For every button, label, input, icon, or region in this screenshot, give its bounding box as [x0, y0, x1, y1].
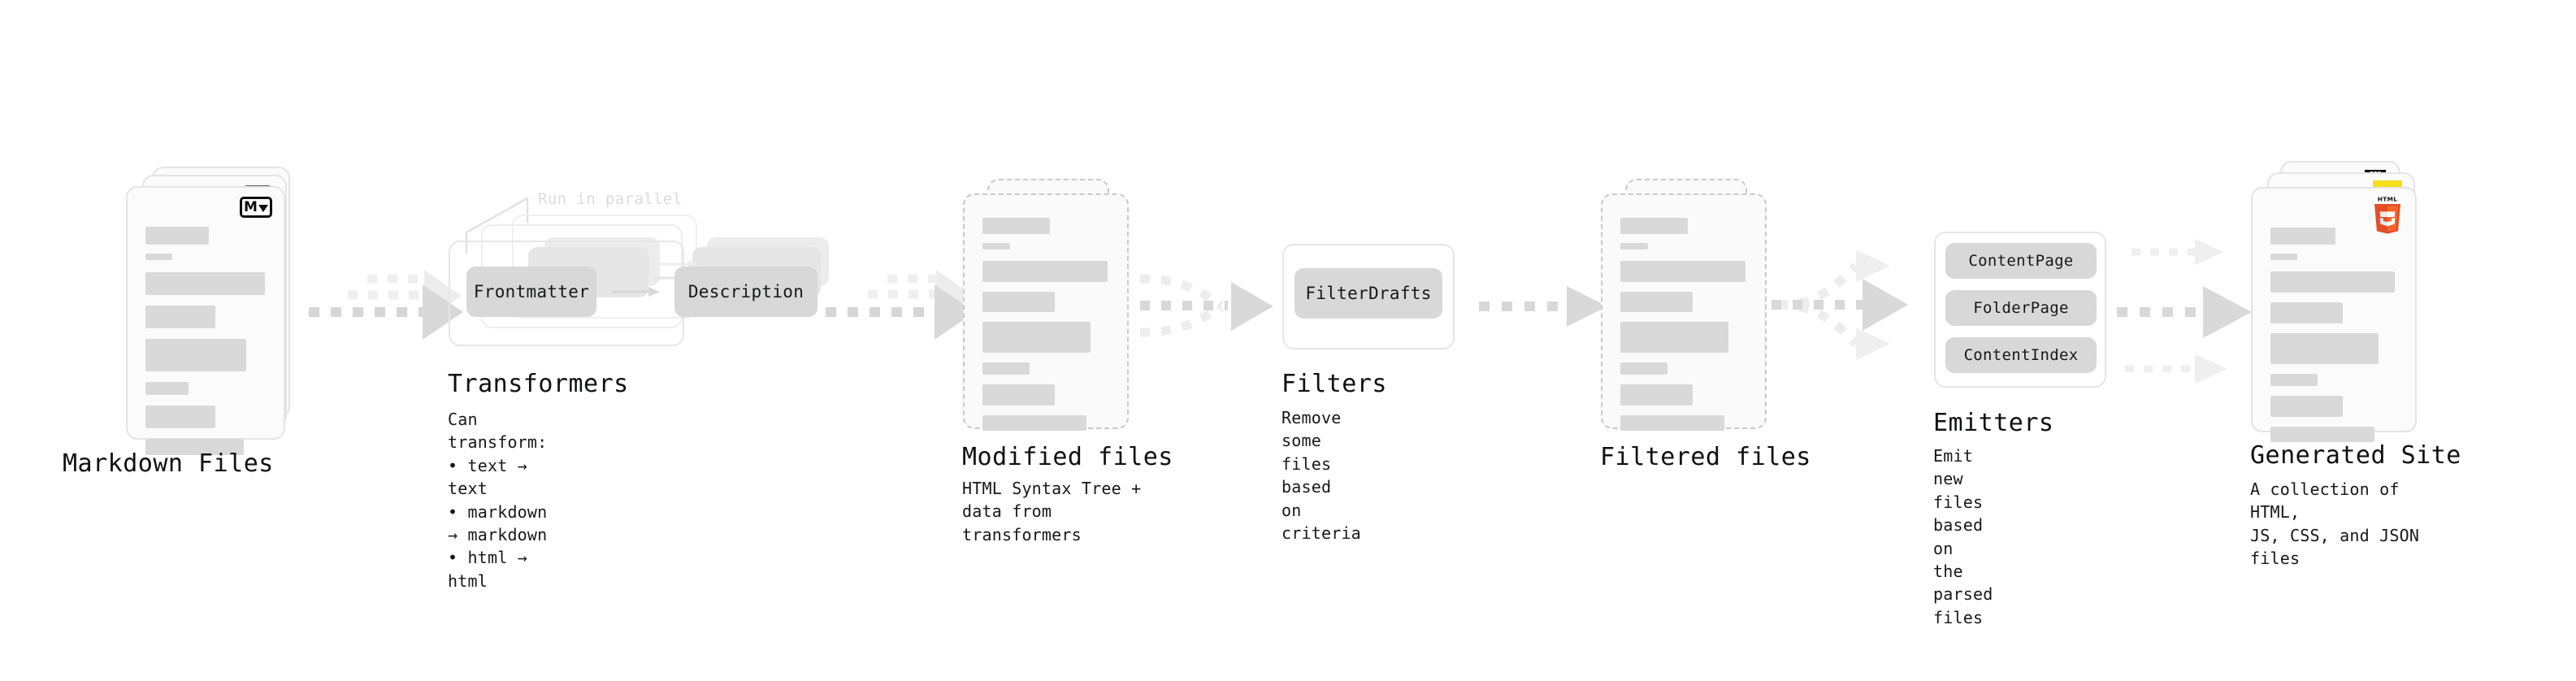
- emitters-description: Emit new files based on the parsed files: [1933, 446, 1993, 627]
- skeleton-bar: [1620, 243, 1649, 249]
- conn-emitters-to-site: [2117, 239, 2252, 384]
- modified-doc-front: [963, 193, 1129, 431]
- skeleton-bar: [145, 406, 215, 428]
- filters-description: Remove some files based on criteria: [1281, 408, 1361, 543]
- conn-transformers-to-modified: [826, 270, 975, 340]
- filtered-doc-front: [1601, 193, 1767, 431]
- skeleton-bar: [145, 254, 172, 260]
- markdown-icon-arrow: [258, 204, 268, 212]
- skeleton-bar: [1620, 322, 1728, 353]
- html5-icon: HTML: [2374, 196, 2400, 234]
- page-title-markdown-files: Markdown Files: [63, 449, 274, 478]
- page-title-emitters: Emitters: [1933, 409, 2054, 437]
- markdown-icon-letter: M: [244, 198, 258, 215]
- skeleton-bar: [2270, 427, 2374, 442]
- skeleton-bar: [982, 384, 1055, 406]
- svg-text:HTML: HTML: [2378, 196, 2397, 203]
- skeleton-bar: [145, 306, 215, 328]
- skeleton-bar: [982, 415, 1086, 431]
- filtered-doc-stack: [1601, 179, 1780, 439]
- emitter-chip-contentindex[interactable]: ContentIndex: [1945, 337, 2097, 373]
- skeleton-bar: [982, 292, 1055, 312]
- emitter-chip-folderpage[interactable]: FolderPage: [1945, 290, 2097, 326]
- skeleton-bar: [1620, 362, 1667, 375]
- skeleton-bar: [1620, 292, 1693, 312]
- skeleton-bar: [982, 322, 1091, 353]
- skeleton-bar: [2270, 271, 2395, 293]
- skeleton-bar: [982, 362, 1030, 375]
- skeleton-bar: [1620, 384, 1693, 406]
- skeleton-bar: [2270, 374, 2318, 386]
- page-title-transformers: Transformers: [448, 370, 629, 398]
- skeleton-bar: [982, 218, 1050, 234]
- skeleton-bar: [145, 227, 210, 245]
- stage-generated-site: CSS HTML: [2250, 161, 2461, 568]
- doc-skeleton: [2270, 228, 2397, 451]
- emitter-chip-contentpage[interactable]: ContentPage: [1945, 243, 2097, 279]
- skeleton-bar: [145, 439, 245, 455]
- skeleton-bar: [2270, 254, 2297, 260]
- site-doc-front-html: HTML: [2251, 187, 2417, 442]
- transformers-description: Can transform: • text → text • markdown …: [448, 410, 548, 591]
- generated-site-description: A collection of HTML, JS, CSS, and JSON …: [2250, 479, 2420, 569]
- markdown-doc-front: M: [126, 186, 285, 455]
- conn-filtered-to-emitters: [1772, 249, 1908, 360]
- site-doc-stack: CSS HTML: [2251, 161, 2446, 442]
- skeleton-bar: [1620, 261, 1746, 282]
- transformer-chip-description[interactable]: Description: [674, 267, 817, 317]
- skeleton-bar: [2270, 333, 2379, 364]
- markdown-icon: M: [240, 197, 272, 218]
- stage-modified-files: Modified files HTML Syntax Tree + data f…: [962, 179, 1173, 544]
- page-title-generated-site: Generated Site: [2250, 441, 2461, 470]
- conn-markdown-to-transformers: [309, 270, 463, 340]
- skeleton-bar: [1620, 415, 1724, 431]
- filter-chip-filterdrafts[interactable]: FilterDrafts: [1295, 268, 1442, 319]
- page-title-filters: Filters: [1281, 370, 1387, 398]
- transformer-chip-frontmatter[interactable]: Frontmatter: [466, 267, 596, 317]
- conn-filters-to-filtered: [1479, 286, 1607, 327]
- stage-filtered-files: Filtered files: [1600, 179, 1811, 471]
- run-in-parallel-bracket: [465, 197, 529, 254]
- conn-modified-to-filters: [1139, 274, 1273, 337]
- skeleton-bar: [1620, 218, 1688, 234]
- skeleton-bar: [145, 382, 189, 395]
- page-title-modified-files: Modified files: [962, 443, 1173, 471]
- skeleton-bar: [145, 339, 247, 371]
- skeleton-bar: [2270, 228, 2335, 245]
- doc-skeleton: [1620, 218, 1747, 440]
- skeleton-bar: [2270, 302, 2343, 323]
- modified-doc-stack: [963, 179, 1142, 439]
- doc-skeleton: [145, 227, 266, 464]
- markdown-doc-stack: M M M: [126, 167, 313, 455]
- skeleton-bar: [2270, 396, 2343, 417]
- run-in-parallel-label: Run in parallel: [538, 190, 683, 208]
- page-title-filtered-files: Filtered files: [1600, 443, 1811, 471]
- skeleton-bar: [982, 261, 1108, 282]
- emitters-card: [1934, 232, 2106, 388]
- stage-markdown-files: M M M: [63, 167, 313, 478]
- doc-skeleton: [982, 218, 1109, 440]
- modified-files-description: HTML Syntax Tree + data from transformer…: [962, 479, 1142, 544]
- filters-card: [1282, 244, 1455, 349]
- skeleton-bar: [145, 272, 265, 295]
- skeleton-bar: [982, 243, 1011, 249]
- transformer-front-arrow: [611, 287, 660, 297]
